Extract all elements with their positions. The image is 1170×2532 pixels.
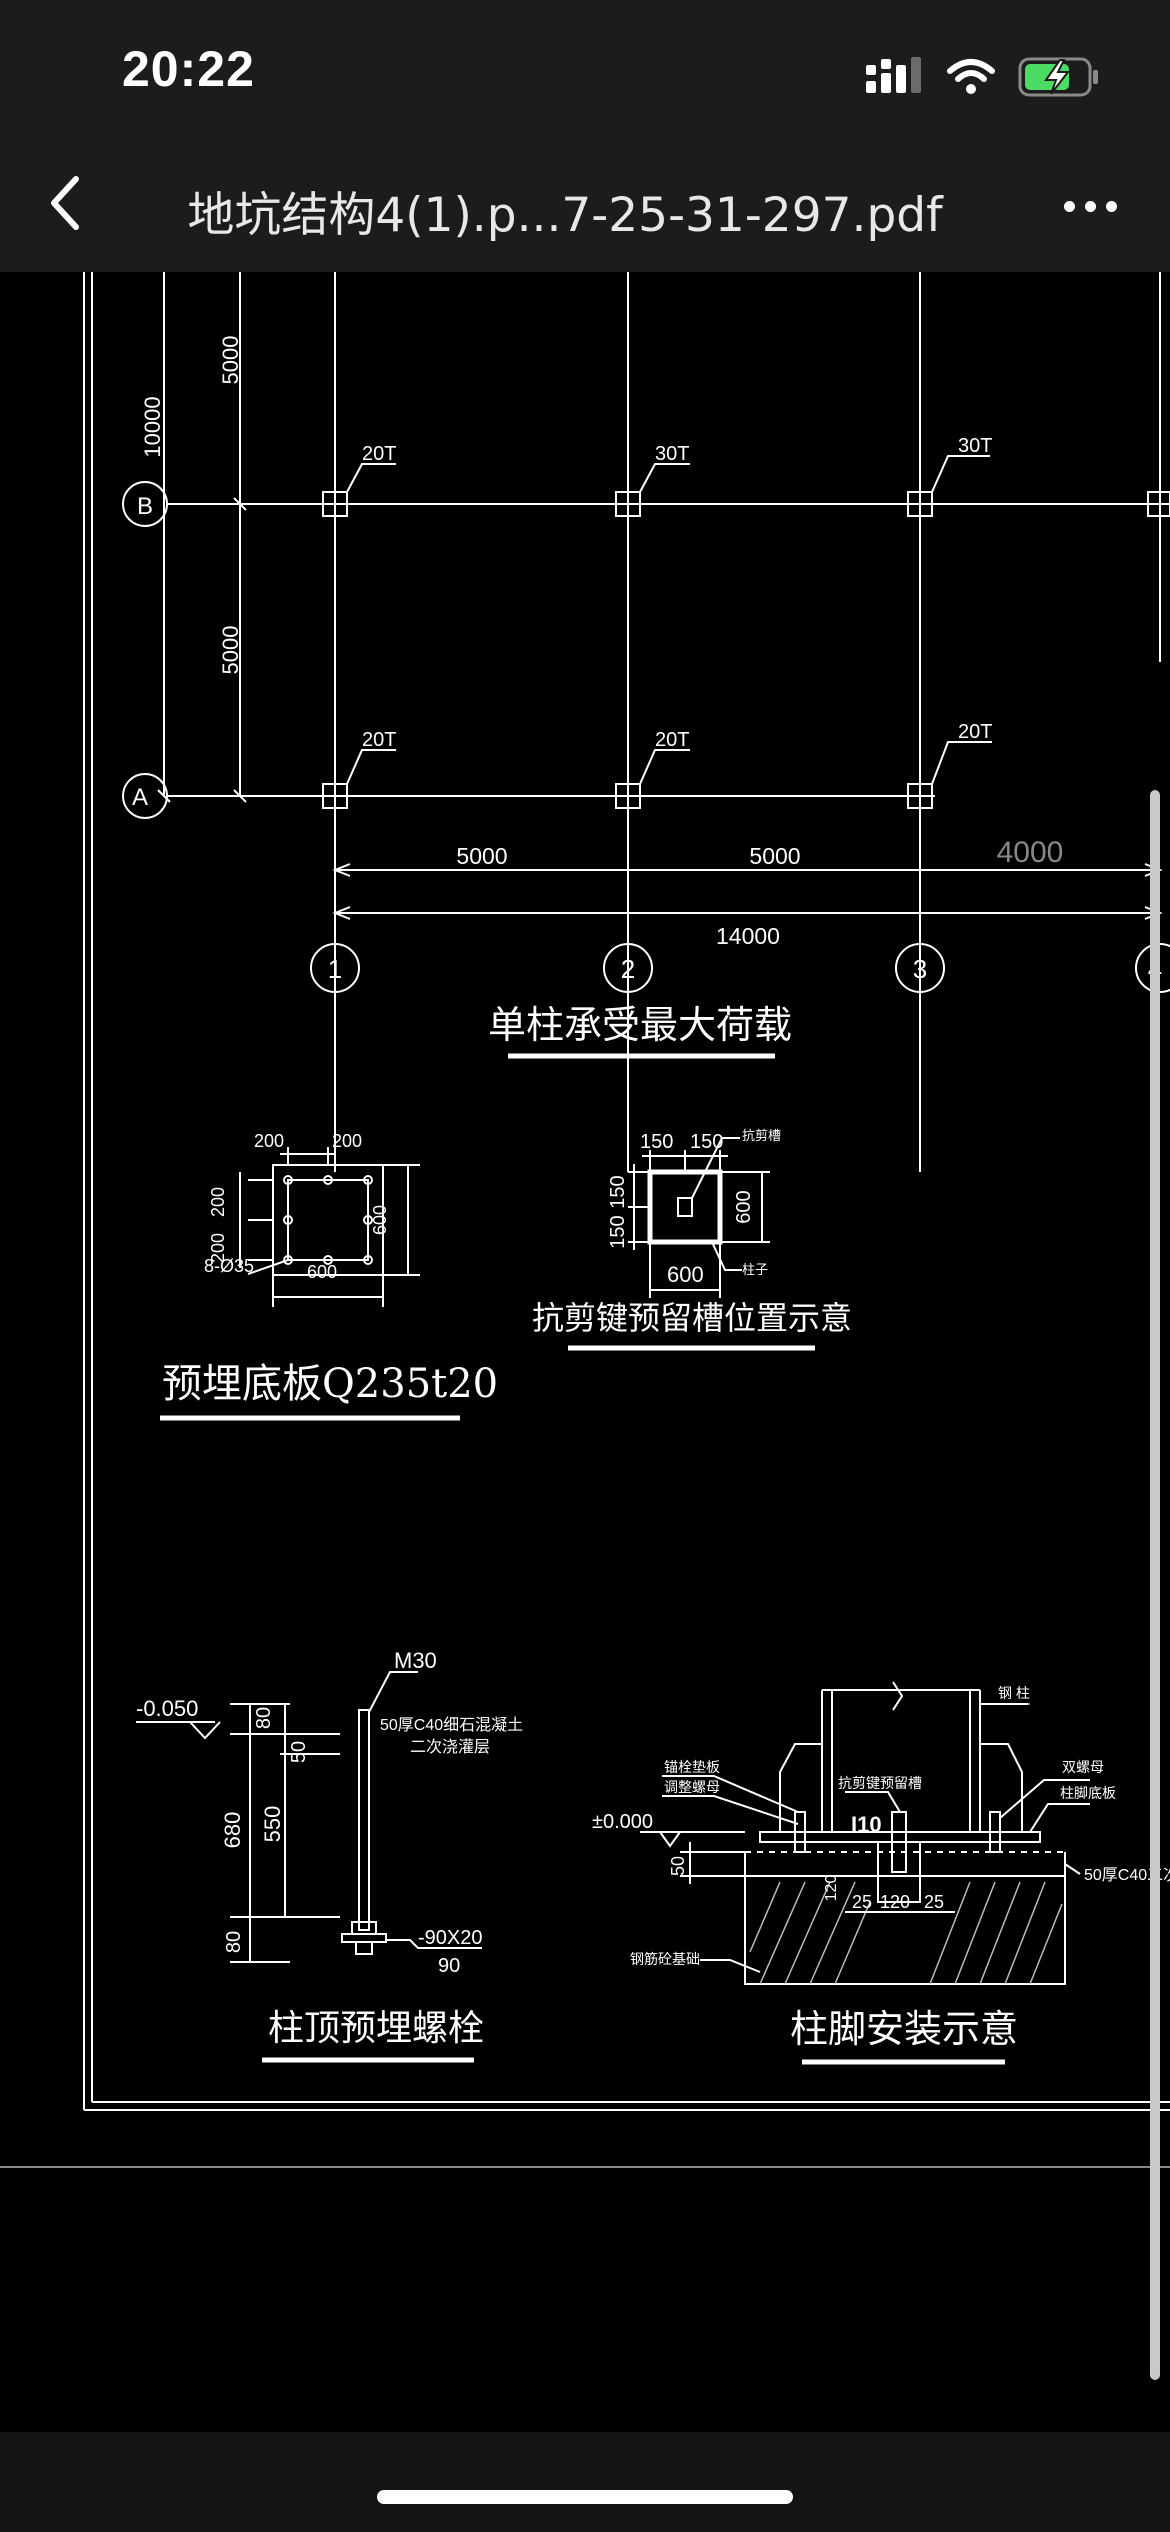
axis-bubble-4: [1135, 943, 1170, 993]
dim-text: 200: [208, 1187, 228, 1217]
dim-text: 600: [307, 1262, 337, 1282]
double-nut-label: 双螺母: [1062, 1759, 1104, 1775]
axis-label-1: 1: [328, 954, 342, 984]
axis-bubble-2: [603, 943, 653, 993]
grout-note: 50厚C40细石混凝土: [380, 1716, 523, 1734]
axis-label-b: B: [137, 493, 153, 520]
grout-note: 二次浇灌层: [410, 1738, 490, 1756]
more-dots-icon: [1063, 200, 1075, 212]
dim-text: 150: [607, 1215, 629, 1248]
load-label: 20T: [655, 729, 689, 751]
dim-text: 120: [823, 1875, 840, 1902]
dim-text: 600: [733, 1190, 755, 1223]
wifi-icon: [947, 59, 995, 94]
axis-bubble-b: [122, 481, 168, 527]
axis-bubble-3: [895, 943, 945, 993]
dim-text: 25: [924, 1892, 944, 1912]
base-plate-caption: 预埋底板Q235t20: [162, 1361, 498, 1407]
dim-text: 200: [208, 1233, 228, 1263]
load-label: 20T: [958, 721, 992, 743]
dim-text: 150: [640, 1131, 673, 1153]
dim-text: 550: [260, 1806, 285, 1843]
plate-label: -90X20: [418, 1927, 483, 1949]
hole-label: 8-Ø35: [204, 1256, 254, 1276]
status-bar: 20:22: [0, 0, 1170, 140]
axis-label-a: A: [132, 784, 148, 811]
slot-label: 抗剪槽: [742, 1128, 781, 1143]
column-label: 钢 柱: [998, 1685, 1030, 1701]
dim-text: 200: [332, 1131, 362, 1151]
anchor-bolt-caption: 柱顶预埋螺栓: [268, 2008, 484, 2049]
load-label: 20T: [362, 443, 396, 465]
grid-plan: B A 5000 10000 5000 20T 30T 30T 20T: [122, 272, 1170, 1172]
dim-text: 120: [880, 1892, 910, 1912]
load-label: 30T: [958, 435, 992, 457]
column-label: 柱子: [742, 1262, 768, 1277]
dim-text: 150: [607, 1175, 629, 1208]
status-icons: [864, 52, 1100, 102]
shear-slot-label: 抗剪键预留槽: [838, 1775, 922, 1791]
dim-text: 150: [690, 1131, 723, 1153]
plate-dim: 90: [438, 1955, 460, 1977]
battery-charging-icon: [1018, 57, 1098, 97]
dim-text: 600: [667, 1262, 704, 1287]
cellular-signal-icon: [866, 57, 921, 93]
dim-text: 5000: [218, 626, 243, 675]
axis-bubble-a: [122, 773, 168, 819]
bolt-label: M30: [394, 1648, 437, 1673]
back-button[interactable]: [36, 168, 96, 238]
bay-dim-text: 5000: [749, 843, 800, 869]
chevron-left-icon: [51, 176, 79, 230]
bay-dim-text: 5000: [456, 843, 507, 869]
total-dim-text: 14000: [716, 923, 780, 949]
bottom-bar: [0, 2432, 1170, 2532]
anchor-pad-label: 锚栓垫板: [664, 1759, 720, 1775]
status-time: 20:22: [122, 41, 255, 97]
elevation-label: -0.050: [136, 1696, 198, 1721]
dim-text: 5000: [218, 336, 243, 385]
elevation-label: ±0.000: [592, 1811, 653, 1833]
dim-text: 50: [288, 1741, 310, 1763]
dim-text: 80: [253, 1707, 275, 1729]
dim-text: 50: [668, 1856, 688, 1876]
anchor-bolt-detail: -0.050 80 50 680 550 80 M30 50厚C40细石混凝土 …: [136, 1648, 523, 2063]
column-foot-detail: 50 25 120 25 120 ±0.000 I10 钢 柱 锚栓垫板 调整螺…: [592, 1681, 1170, 2065]
vertical-scrollbar[interactable]: [1150, 790, 1160, 2380]
shear-slot-caption: 抗剪键预留槽位置示意: [532, 1299, 852, 1337]
grout-label: 50厚C40二次: [1084, 1866, 1170, 1884]
dim-text: 25: [852, 1892, 872, 1912]
column-marker: [322, 491, 1170, 517]
dim-text: 600: [370, 1205, 390, 1235]
dim-text: 80: [223, 1931, 245, 1953]
drawing-frame: [0, 272, 1170, 2168]
grid-caption: 单柱承受最大荷载: [488, 1003, 792, 1047]
dim-text: 10000: [140, 396, 165, 457]
shear-slot-detail: 150 150 150 150 600 600 抗剪槽 柱子 抗剪键预留槽位置示…: [532, 1128, 852, 1351]
dim-text: 680: [220, 1812, 245, 1849]
shear-key-label: I10: [851, 1812, 882, 1837]
more-options-button[interactable]: [1050, 178, 1130, 234]
axis-label-2: 2: [621, 954, 635, 984]
column-marker: [322, 783, 933, 809]
foundation-label: 钢筋砼基础: [630, 1951, 700, 1967]
cad-drawing[interactable]: B A 5000 10000 5000 20T 30T 30T 20T: [0, 272, 1170, 2432]
adjust-nut-label: 调整螺母: [664, 1779, 720, 1795]
nav-bar: 地坑结构4(1).p...7-25-31-297.pdf: [0, 140, 1170, 272]
load-label: 20T: [362, 729, 396, 751]
home-indicator[interactable]: [377, 2490, 793, 2504]
dim-text: 200: [254, 1131, 284, 1151]
base-plate-detail: 200 200 200 200 600 600 8-Ø35 预埋底板Q235t2…: [160, 1131, 498, 1421]
column-foot-caption: 柱脚安装示意: [790, 2007, 1018, 2051]
load-label: 30T: [655, 443, 689, 465]
base-plate-label: 柱脚底板: [1060, 1785, 1116, 1801]
bay-dim-text: 4000: [997, 836, 1064, 869]
document-title: 地坑结构4(1).p...7-25-31-297.pdf: [187, 188, 943, 243]
axis-label-3: 3: [913, 954, 927, 984]
axis-bubble-1: [310, 943, 360, 993]
